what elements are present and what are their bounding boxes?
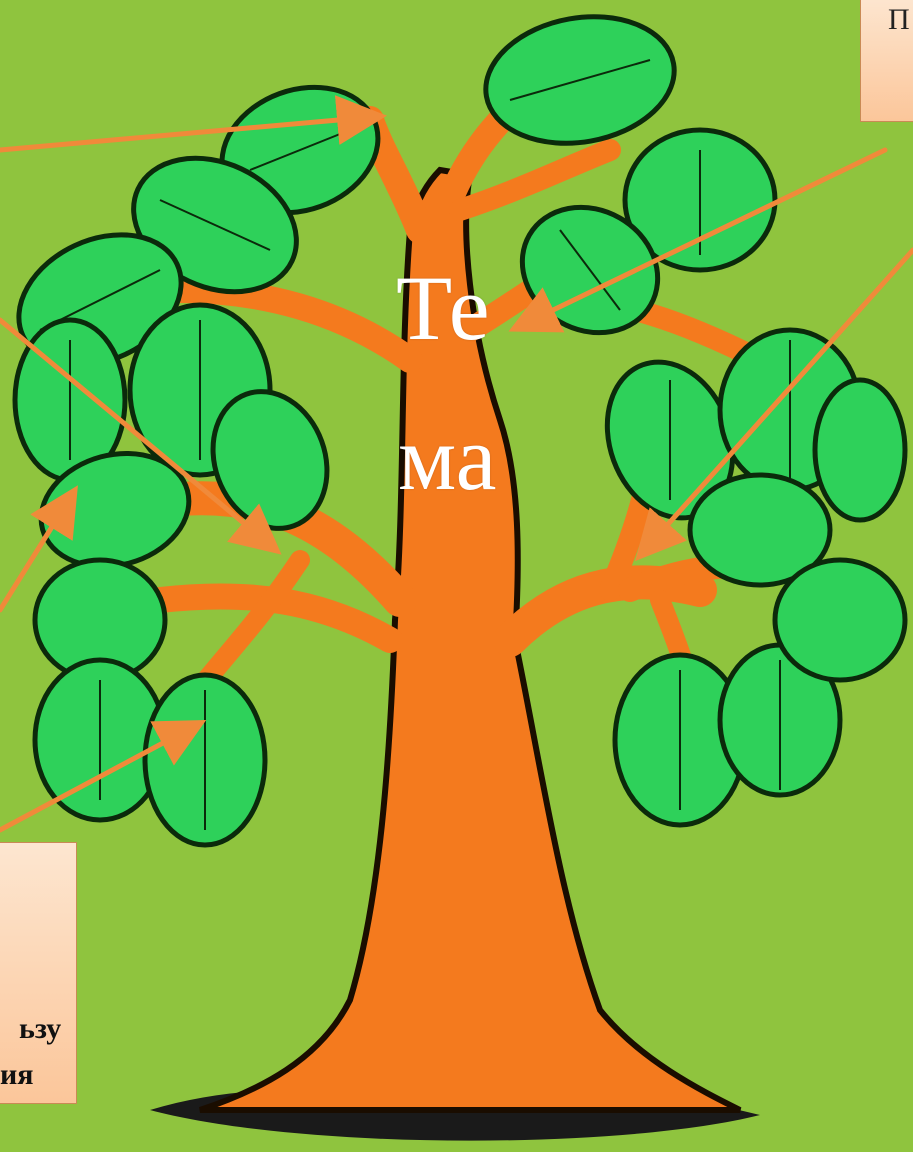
note-bottom-left-line1: ьзу: [19, 1012, 61, 1046]
note-top-right-text: П: [888, 3, 910, 37]
theme-word-part-2: ма: [398, 412, 496, 504]
theme-word-part-1: Те: [396, 262, 490, 354]
note-box-top-right: П: [860, 0, 913, 122]
note-bottom-left-line2: ия: [0, 1058, 34, 1092]
